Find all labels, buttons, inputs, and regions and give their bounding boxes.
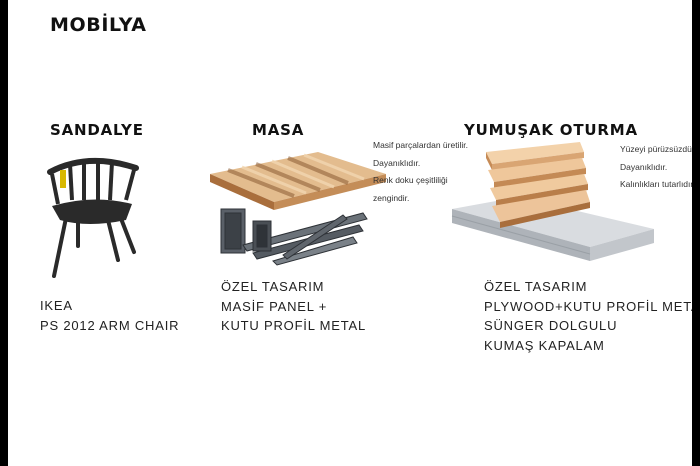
caption-line: MASİF PANEL + (221, 298, 328, 314)
page-title: MOBİLYA (50, 14, 147, 36)
masa-note: Renk doku çeşitliliği (373, 175, 448, 185)
yumusak-oturma-note: Dayanıklıdır. (620, 161, 668, 172)
section-heading-masa: MASA (252, 121, 305, 139)
masa-note: Dayanıklıdır. (373, 157, 421, 168)
yumusak-oturma-note: Yüzeyi pürüzsüzdür. (620, 144, 692, 154)
section-heading-yumusak-oturma: YUMUŞAK OTURMA (464, 121, 638, 139)
yumusak-oturma-note: Kalınlıkları tutarlıdır. (620, 179, 692, 189)
caption-line: KUMAŞ KAPALAM (484, 337, 605, 353)
caption-line: ÖZEL TASARIM (484, 279, 588, 294)
masa-note: Masif parçalardan üretilir. (373, 140, 468, 150)
masa-notes: Masif parçalardan üretilir. Dayanıklıdır… (373, 137, 468, 207)
wood-panel-image (210, 152, 386, 210)
caption-line: KUTU PROFİL METAL (221, 318, 367, 333)
caption-line: IKEA (40, 298, 73, 313)
metal-profile-image (220, 208, 368, 266)
presentation-slide: MOBİLYA SANDALYE MASA YUMUŞAK OTURMA (8, 0, 692, 466)
yumusak-oturma-caption: ÖZEL TASARIM PLYWOOD+KUTU PROFİL METAL S… (484, 277, 692, 355)
yumusak-oturma-notes: Yüzeyi pürüzsüzdür. Dayanıklıdır. Kalınl… (620, 141, 692, 194)
caption-line: PLYWOOD+KUTU PROFİL METAL (484, 298, 692, 314)
plywood-stack-image (486, 142, 590, 228)
section-heading-sandalye: SANDALYE (50, 121, 144, 139)
sandalye-caption: IKEA PS 2012 ARM CHAIR (40, 296, 179, 335)
caption-line: SÜNGER DOLGULU (484, 318, 618, 333)
chair-image (47, 157, 139, 278)
masa-note: zengindir. (373, 192, 410, 203)
masa-caption: ÖZEL TASARIM MASİF PANEL + KUTU PROFİL M… (221, 277, 366, 336)
caption-line: ÖZEL TASARIM (221, 279, 325, 294)
caption-line: PS 2012 ARM CHAIR (40, 317, 180, 333)
